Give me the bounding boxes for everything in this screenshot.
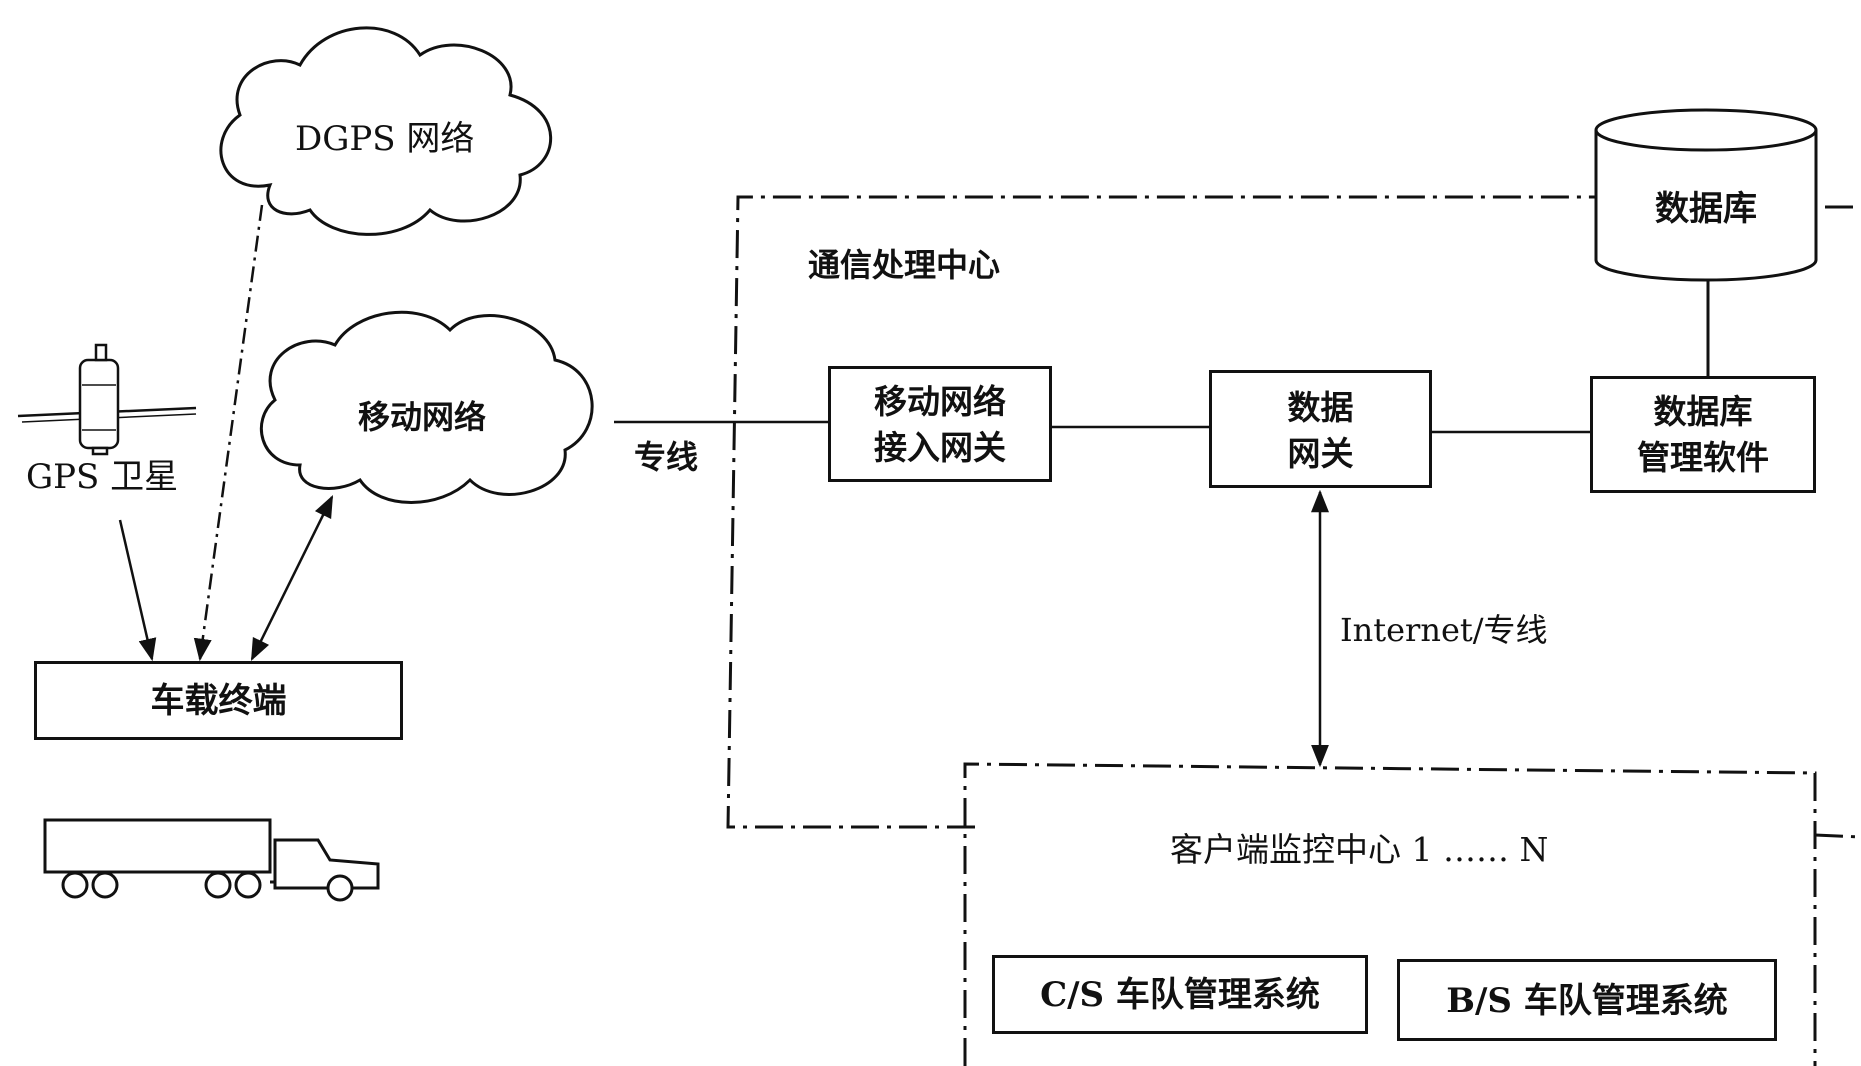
data-gateway-line2: 网关 — [1287, 434, 1354, 473]
gps-satellite-label: GPS 卫星 — [26, 457, 179, 497]
mobile-to-terminal-arrow — [250, 494, 334, 662]
client-center-title: 客户端监控中心 1 …… N — [1170, 830, 1549, 869]
data-gateway-box: 数据 网关 — [1209, 370, 1432, 488]
db-software-line2: 管理软件 — [1637, 438, 1769, 477]
db-software-line1: 数据库 — [1653, 392, 1753, 431]
truck-icon — [43, 818, 380, 902]
mobile-gateway-line1: 移动网络 — [874, 382, 1006, 421]
database-cylinder — [1594, 108, 1818, 282]
satellite-icon — [17, 343, 197, 456]
client-center-boundary — [963, 762, 1817, 1066]
dgps-network-label: DGPS 网络 — [295, 119, 475, 159]
comm-center-boundary — [726, 195, 1600, 829]
cs-fleet-system-label: C/S 车队管理系统 — [1040, 975, 1320, 1015]
vehicle-terminal-label: 车载终端 — [150, 681, 287, 721]
dgps-cloud-shape — [219, 26, 553, 236]
bs-fleet-system-box: B/S 车队管理系统 — [1397, 959, 1777, 1041]
mobile-network-label: 移动网络 — [358, 398, 487, 436]
dgps-to-terminal-arrow — [193, 204, 264, 662]
mobile-gateway-line2: 接入网关 — [874, 428, 1006, 467]
mobile-access-gateway-box: 移动网络 接入网关 — [828, 366, 1052, 482]
internet-line-label: Internet/专线 — [1340, 611, 1548, 649]
database-label: 数据库 — [1655, 189, 1757, 229]
vehicle-terminal-box: 车载终端 — [34, 661, 403, 740]
satellite-to-terminal-arrow — [118, 519, 157, 662]
bs-fleet-system-label: B/S 车队管理系统 — [1446, 981, 1728, 1021]
data-gateway-line1: 数据 — [1287, 388, 1354, 427]
comm-center-title: 通信处理中心 — [808, 246, 1001, 284]
db-management-software-box: 数据库 管理软件 — [1590, 376, 1816, 493]
mobile-cloud-shape — [259, 310, 594, 504]
dedicated-line-label: 专线 — [634, 438, 699, 476]
cs-fleet-system-box: C/S 车队管理系统 — [992, 955, 1368, 1034]
